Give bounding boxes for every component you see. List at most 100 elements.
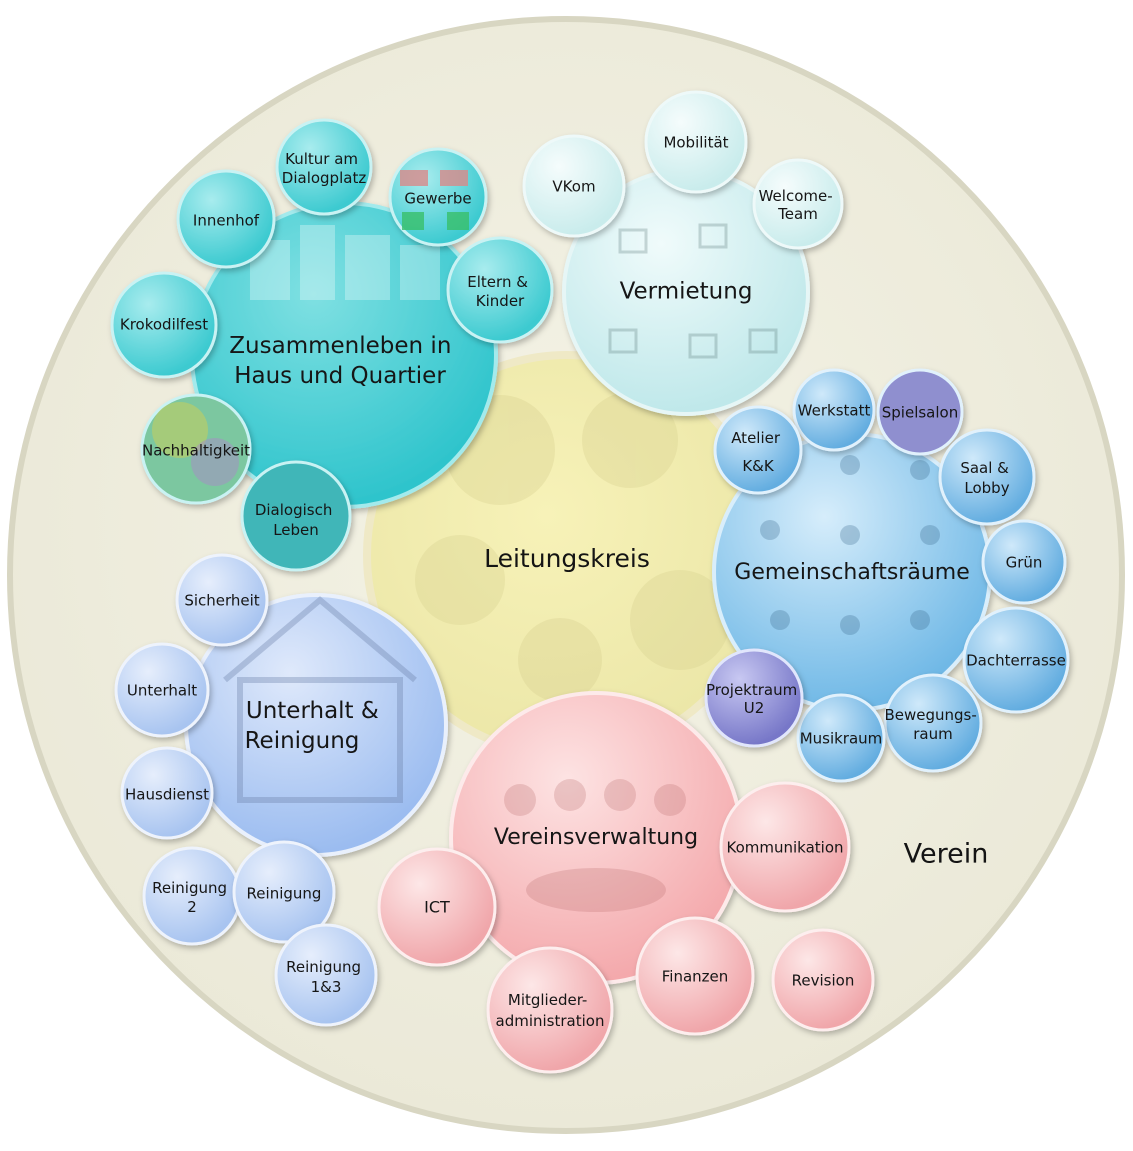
- item-reinigung13[interactable]: Reinigung 1&3: [274, 923, 378, 1027]
- group-label-vereinsverwaltung: Vereinsverwaltung: [494, 825, 698, 850]
- people-icons-decoration: [760, 455, 940, 635]
- group-vereinsverwaltung[interactable]: Vereinsverwaltung: [449, 691, 743, 985]
- item-label-line: Welcome-: [759, 187, 833, 205]
- item-label: Mitglieder- administration: [496, 991, 605, 1030]
- item-label-line: Saal &: [960, 459, 1009, 477]
- item-label: VKom: [552, 178, 595, 196]
- leaf-decoration: [191, 438, 239, 486]
- group-unterhalt[interactable]: Unterhalt & Reinigung: [184, 593, 448, 857]
- item-ict[interactable]: ICT: [377, 847, 497, 967]
- item-eltern[interactable]: Eltern & Kinder: [446, 236, 554, 344]
- item-label: Hausdienst: [125, 786, 209, 804]
- item-label-line: Reinigung: [152, 879, 227, 897]
- item-label: Spielsalon: [882, 404, 958, 422]
- item-label-line: 2: [187, 898, 197, 916]
- item-musikraum[interactable]: Musikraum: [796, 693, 886, 783]
- group-label-line: Zusammenleben in: [229, 333, 451, 359]
- item-label: Atelier K&K: [731, 429, 785, 475]
- item-label: Reinigung: [247, 885, 322, 903]
- item-label-line: Atelier: [731, 429, 781, 447]
- item-label: Projektraum U2: [706, 681, 802, 717]
- item-label: Werkstatt: [798, 402, 871, 420]
- item-label-line: K&K: [742, 457, 775, 475]
- item-werkstatt[interactable]: Werkstatt: [792, 368, 876, 452]
- group-label-unterhalt: Unterhalt & Reinigung: [245, 698, 387, 754]
- group-zusammenleben[interactable]: Zusammenleben in Haus und Quartier: [190, 201, 498, 509]
- item-label: Reinigung 1&3: [286, 958, 366, 996]
- outer-label: Verein: [904, 839, 989, 870]
- item-kultur[interactable]: Kultur am Dialogplatz: [275, 118, 373, 216]
- item-label: Krokodilfest: [120, 316, 208, 334]
- item-label: ICT: [424, 898, 450, 917]
- item-krokodilfest[interactable]: Krokodilfest: [110, 271, 218, 379]
- item-innenhof[interactable]: Innenhof: [176, 169, 276, 269]
- item-label-line: Dialogisch: [255, 501, 333, 519]
- item-reinigung[interactable]: Reinigung: [232, 840, 336, 944]
- item-saal[interactable]: Saal & Lobby: [938, 428, 1036, 526]
- item-mobilitaet[interactable]: Mobilität: [644, 90, 748, 194]
- item-unterhalt-item[interactable]: Unterhalt: [114, 642, 210, 738]
- item-label-line: Kultur am: [285, 150, 358, 168]
- item-label: Musikraum: [800, 730, 883, 748]
- item-label: Dialogisch Leben: [255, 501, 337, 539]
- item-label: Welcome- Team: [759, 187, 838, 223]
- group-label-zusammenleben: Zusammenleben in Haus und Quartier: [229, 333, 458, 389]
- item-atelier[interactable]: Atelier K&K: [713, 405, 803, 495]
- item-label: Dachterrasse: [966, 652, 1066, 670]
- leaf-decoration: [152, 402, 208, 458]
- group-label-vermietung: Vermietung: [620, 279, 753, 305]
- item-dachterrasse[interactable]: Dachterrasse: [962, 606, 1070, 714]
- house-row-decoration: [250, 225, 440, 300]
- item-revision[interactable]: Revision: [771, 928, 875, 1032]
- group-label-line: Reinigung: [245, 728, 360, 754]
- item-kommunikation[interactable]: Kommunikation: [719, 781, 851, 913]
- item-label-line: Team: [777, 205, 818, 223]
- item-label: Sicherheit: [184, 592, 259, 610]
- item-label-line: Lobby: [964, 479, 1009, 497]
- item-reinigung2[interactable]: Reinigung 2: [142, 846, 242, 946]
- item-nachhaltigkeit[interactable]: Nachhaltigkeit: [140, 393, 252, 505]
- item-label: Reinigung 2: [152, 879, 232, 916]
- center-label: Leitungskreis: [484, 544, 650, 573]
- item-welcome[interactable]: Welcome- Team: [752, 158, 844, 250]
- item-sicherheit[interactable]: Sicherheit: [175, 553, 269, 647]
- meeting-icon-decoration: [504, 779, 686, 912]
- item-projektraum[interactable]: Projektraum U2: [704, 648, 804, 748]
- item-label: Grün: [1006, 554, 1043, 572]
- item-gruen[interactable]: Grün: [981, 519, 1067, 605]
- house-icon-decoration: [223, 596, 417, 803]
- item-label: Gewerbe: [404, 190, 471, 208]
- item-label: Eltern & Kinder: [467, 273, 532, 310]
- item-label-line: Bewegungs-: [884, 706, 976, 724]
- item-label-line: Eltern &: [467, 273, 528, 291]
- item-label: Kultur am Dialogplatz: [282, 150, 367, 187]
- item-label-line: Projektraum: [706, 681, 797, 699]
- item-hausdienst[interactable]: Hausdienst: [120, 746, 214, 840]
- item-label: Unterhalt: [127, 682, 197, 700]
- item-gewerbe[interactable]: Gewerbe: [388, 147, 488, 247]
- item-label: Bewegungs- raum: [884, 706, 981, 743]
- item-label: Kommunikation: [726, 839, 843, 857]
- item-mitglieder[interactable]: Mitglieder- administration: [486, 946, 614, 1074]
- item-finanzen[interactable]: Finanzen: [635, 916, 755, 1036]
- item-vkom[interactable]: VKom: [522, 134, 626, 238]
- item-label-line: Reinigung: [286, 958, 361, 976]
- item-label-line: raum: [913, 725, 952, 743]
- item-label: Innenhof: [193, 212, 260, 230]
- item-label: Mobilität: [663, 134, 728, 152]
- group-label-line: Unterhalt &: [246, 698, 379, 724]
- group-label-line: Haus und Quartier: [234, 363, 446, 389]
- group-label-gemeinschaftsraeume: Gemeinschaftsräume: [734, 560, 969, 585]
- item-label: Nachhaltigkeit: [142, 442, 250, 460]
- center-pattern: [415, 392, 730, 702]
- item-spielsalon[interactable]: Spielsalon: [876, 368, 964, 456]
- item-label-line: 1&3: [311, 978, 342, 996]
- item-dialogisch[interactable]: Dialogisch Leben: [240, 460, 352, 572]
- item-label-line: Mitglieder-: [508, 991, 587, 1009]
- rental-icons-decoration: [608, 223, 778, 359]
- item-label-line: administration: [496, 1012, 605, 1030]
- item-bewegungsraum[interactable]: Bewegungs- raum: [883, 673, 983, 773]
- group-vermietung[interactable]: Vermietung: [562, 168, 810, 416]
- item-label-line: Leben: [273, 521, 319, 539]
